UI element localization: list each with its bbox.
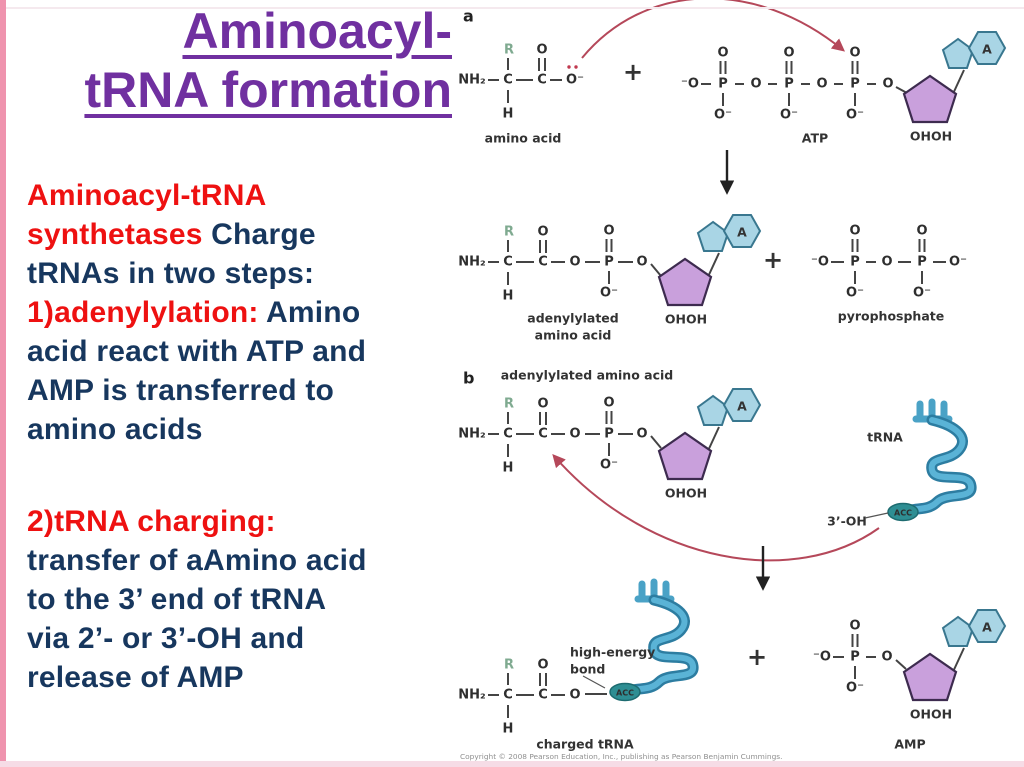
h-atom: H [503, 289, 514, 304]
adenylylated-amino-acid-structure: NH₂ C C O O R O H adenylylated amino aci… [458, 213, 762, 343]
atp-structure: ⁻O O O O ATP [681, 30, 1007, 146]
title-line-1: Aminoacyl- [182, 3, 452, 59]
c-alpha-atom: C [503, 73, 513, 88]
body-line: to the 3’ end of tRNA [27, 583, 327, 616]
pyrophosphate-label: pyrophosphate [838, 309, 944, 324]
h-atom: H [503, 722, 514, 737]
carbonyl-o-atom: O [537, 658, 548, 673]
body-line: Aminoacyl-tRNA [27, 179, 267, 212]
c-alpha-atom: C [503, 255, 513, 270]
carbonyl-o-atom: O [536, 43, 547, 58]
body-line: 1)adenylylation: Amino [27, 296, 361, 329]
bridge-o-atom: O [636, 255, 647, 270]
amino-acid-label: amino acid [485, 131, 562, 146]
ester-o-atom: O [569, 688, 580, 703]
amp-label: AMP [894, 737, 925, 752]
plus-sign-mid: + [763, 246, 783, 274]
bottom-edge-strip [0, 761, 1024, 767]
attack-arrow-a [581, 0, 846, 59]
charged-trna-structure: NH₂ C C O R O H high-energy bond charged… [458, 582, 693, 752]
atp-o1: ⁻O [681, 77, 699, 92]
bridge-o-atom: O [636, 427, 647, 442]
body-line: synthetases Charge [27, 218, 316, 251]
high-energy-label-1: high-energy [570, 645, 655, 660]
nh2-atom: NH₂ [458, 255, 485, 270]
r-group-atom: R [504, 225, 514, 240]
panel-a-letter: a [463, 7, 474, 26]
c-carbonyl-atom: C [538, 688, 548, 703]
adenylylated-amino-acid-structure-b: NH₂ C C O O R O H [458, 387, 762, 502]
title-line-2: tRNA formation [84, 62, 452, 118]
atp-label: ATP [802, 131, 828, 146]
r-group-atom: R [504, 397, 514, 412]
r-group-atom: R [504, 658, 514, 673]
page-title: Aminoacyl- tRNA formation [0, 2, 452, 120]
carboxyl-o-atom: O⁻ [566, 73, 584, 88]
panel-b-letter: b [463, 369, 474, 388]
panel-b: b adenylylated amino acid NH₂ C C O O R … [458, 368, 971, 562]
high-energy-pointer [582, 675, 606, 689]
body-line: transfer of aAmino acid [27, 544, 367, 577]
atp-o4: O [882, 77, 893, 92]
atp-o3: O [816, 77, 827, 92]
pyro-o1: ⁻O [811, 255, 829, 270]
body-line: via 2’- or 3’-OH and [27, 622, 305, 655]
high-energy-label-2: bond [570, 662, 605, 677]
c-alpha-atom: C [503, 688, 513, 703]
reaction-diagram: O P O⁻ OHOH A ACC [458, 0, 1007, 761]
body-line: release of AMP [27, 661, 244, 694]
adenylylated-label-1: adenylylated [527, 311, 618, 326]
panel-a: a NH₂ C C O⁻ R O H amino acid + ⁻O [458, 0, 1007, 146]
trna-label: tRNA [867, 430, 903, 445]
nh2-atom: NH₂ [458, 73, 485, 88]
h-atom: H [503, 107, 514, 122]
adenylylated-label-2: amino acid [535, 328, 612, 343]
body-line: tRNAs in two steps: [27, 257, 315, 290]
copyright-notice: Copyright © 2008 Pearson Education, Inc.… [460, 752, 783, 761]
three-prime-oh-label: 3’-OH [827, 514, 867, 529]
carbonyl-o-atom: O [537, 397, 548, 412]
c-alpha-atom: C [503, 427, 513, 442]
r-group-atom: R [504, 43, 514, 58]
body-paragraph-1: Aminoacyl-tRNA synthetases Charge tRNAs in… [27, 176, 457, 449]
c-carbonyl-atom: C [537, 73, 547, 88]
ester-o-atom: O [569, 255, 580, 270]
pyrophosphate-structure: ⁻O O O⁻ pyrophosphate [811, 222, 967, 324]
h-atom: H [503, 461, 514, 476]
pyro-o3: O⁻ [949, 255, 967, 270]
panel-b-heading: adenylylated amino acid [501, 368, 673, 383]
amp-o1: ⁻O [813, 650, 831, 665]
amp-structure: ⁻O O AMP [813, 608, 1007, 752]
oh-to-acc-line [864, 512, 889, 519]
left-edge-strip [0, 0, 6, 767]
top-edge-line [0, 7, 1024, 9]
body-line: acid react with ATP and [27, 335, 367, 368]
amino-acid-structure: NH₂ C C O⁻ R O H amino acid [458, 43, 584, 146]
plus-sign-bottom: + [747, 643, 767, 671]
c-carbonyl-atom: C [538, 427, 548, 442]
plus-sign-a: + [623, 58, 643, 86]
c-carbonyl-atom: C [538, 255, 548, 270]
carbonyl-o-atom: O [537, 225, 548, 240]
pyro-o2: O [881, 255, 892, 270]
body-line: AMP is transferred to [27, 374, 335, 407]
ester-o-atom: O [569, 427, 580, 442]
nh2-atom: NH₂ [458, 688, 485, 703]
body-line: 2)tRNA charging: [27, 505, 276, 538]
body-paragraph-2: 2)tRNA charging: transfer of aAmino acid t… [27, 502, 457, 697]
atp-o2: O [750, 77, 761, 92]
charged-trna-label: charged tRNA [536, 737, 634, 752]
attack-arrow-b [552, 454, 880, 562]
amp-o2: O [881, 650, 892, 665]
body-line: amino acids [27, 413, 203, 446]
nh2-atom: NH₂ [458, 427, 485, 442]
